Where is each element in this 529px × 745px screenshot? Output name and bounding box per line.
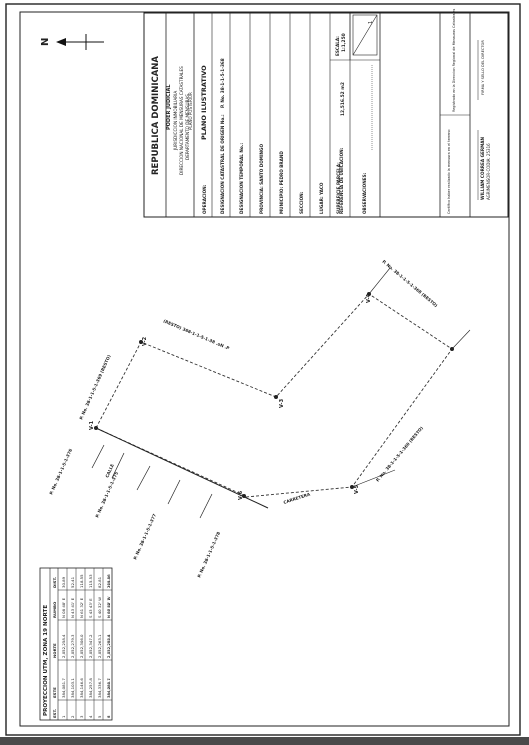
table-header-cell: EST. — [52, 708, 57, 718]
table-cell: 384,280.1 — [106, 678, 111, 698]
approval-note-2: Registrado en la Direccion Regional de M… — [452, 9, 456, 112]
vertex-marker — [242, 494, 246, 498]
table-cell: 2,052,258.4 — [106, 634, 111, 658]
table-header-cell: RUMBO — [52, 601, 57, 618]
table-cell: 30.89 — [61, 576, 66, 588]
parcel-drawing: V-1 V-2 V-3 V-4 V-5 V-6 P. No. 38-1-1-5-… — [48, 259, 471, 579]
inner-border — [19, 11, 510, 727]
table-cell: 52.41 — [70, 576, 75, 588]
title-block: 1 REPUBLICA DOMINICANA PODER JUDICIAL JU… — [143, 9, 509, 218]
cadastral-value: P. No. 38-1-1-5-1-368 — [220, 58, 225, 108]
table-cell: 2,052,306.0 — [79, 634, 84, 658]
operation-label: OPERACION: — [202, 184, 207, 214]
vertex-label: V-2 — [142, 336, 148, 346]
north-arrow: N — [40, 34, 104, 50]
table-header-cell: DIST. — [52, 576, 57, 588]
table-cell: N 61 32' E — [79, 597, 84, 618]
section-label: SECCION: — [299, 191, 304, 214]
header-line-4: DIRECCION NACIONAL DE MENSURAS CATASTRAL… — [179, 66, 184, 175]
neighbor-label: P. No. 38-1-1-5-1-376 — [48, 448, 73, 496]
vertex-label: V-1 — [89, 420, 95, 430]
table-title: PROYECCION UTM, ZONA 19 NORTE — [43, 605, 49, 716]
table-cell: 4 — [88, 715, 93, 718]
province-label: PROVINCIA: SANTO DOMINGO — [259, 144, 264, 214]
branch-title: PODER JUDICIAL — [166, 84, 172, 130]
table-cell: N 08 48' E — [61, 597, 66, 618]
vertex-label: V-6 — [238, 490, 244, 500]
vertex-marker — [274, 395, 278, 399]
vertex-marker — [450, 347, 454, 351]
plan-title: PLANO ILUSTRATIVO — [200, 65, 208, 140]
vertex-label: V-5 — [354, 484, 360, 494]
neighbor-label: P. No. 38-1-1-5-1-369 (RESTO) — [78, 354, 111, 421]
vertex-marker — [139, 340, 143, 344]
table-cell: 115.53 — [88, 574, 93, 588]
scale-label: ESCALA: — [335, 36, 340, 56]
table-cell: N 43 41' E — [70, 597, 75, 618]
table-cell: 206.46 — [106, 574, 111, 588]
vertex-marker — [350, 485, 354, 489]
table-cell: S 40 32' W — [97, 597, 102, 618]
neighbor-label: (RESTO) 368-1-1-5-1-38 .oN .P — [163, 318, 231, 350]
director-signature: FIRMA Y SELLO DEL DIRECTOR — [481, 40, 485, 95]
outer-border — [5, 3, 521, 736]
table-header-cell: ESTE — [52, 687, 57, 698]
vertex-label: V-3 — [279, 398, 285, 408]
table-cell: N 08 48' E — [106, 597, 111, 618]
table-cell: 2,052,279.3 — [70, 634, 75, 658]
place-label: LUGAR: YACO — [319, 182, 324, 214]
table-cell: 7 — [106, 715, 111, 718]
surveyor-code: AGRIMENSOR-CODIA: 25316 — [486, 143, 491, 200]
municipality-label: MUNICIPIO: PEDRO BRAND — [279, 151, 284, 214]
table-cell: 1 — [61, 715, 66, 718]
table-header-cell: NORTE — [52, 643, 57, 658]
table-cell: N 87 52' W — [106, 596, 111, 618]
table-cell: 2,052,258.4 — [61, 634, 66, 658]
table-cell: 384,336.7 — [97, 678, 102, 698]
header-line-3: JURISDICCION INMOBILIARIA — [173, 91, 178, 151]
north-letter: N — [40, 38, 51, 46]
table-cell: 384,146.6 — [79, 678, 84, 698]
table-cell: 2,052,347.2 — [88, 634, 93, 658]
header-line-5: DEPARTAMENTO DE MENSURAS — [185, 94, 190, 160]
neighbor-label: P. No. 38-1-1-5-1-377 — [132, 513, 157, 561]
country-title: REPUBLICA DOMINICANA — [151, 56, 161, 175]
table-cell: 2,052,202.8 — [106, 634, 111, 658]
area-label: SUPERFICIE PARCELA: — [336, 162, 341, 214]
observations-label: OBSERVACIONES: — [362, 172, 367, 214]
neighbor-label: P. No. 38-1-1-5-1-378 — [196, 531, 221, 579]
table-cell: 2,052,263.1 — [97, 634, 102, 658]
neighbor-label: P. No. 38-1-1-5-1-360 (RESTO) — [375, 425, 424, 482]
temporal-label: DESIGNACION TEMPORAL No.: — [239, 143, 244, 214]
coordinates-table: PROYECCION UTM, ZONA 19 NORTE EST. ESTE NO… — [39, 567, 113, 721]
vertex-marker — [367, 292, 371, 296]
neighbor-label: P. No. 38-1-1-5-1-368 (RESTO) — [381, 259, 438, 308]
area-value: 12,516.52 m2 — [340, 82, 346, 116]
scale-value: 1:1,250 — [341, 33, 347, 52]
table-cell: 384,081.7 — [61, 678, 66, 698]
table-cell: 384,081.7 — [106, 678, 111, 698]
table-cell: 384,103.1 — [70, 678, 75, 698]
surveyor-name: WILLIAM CORREA GERMAN — [480, 136, 485, 200]
bottom-strip — [0, 737, 529, 745]
table-cell: 118.55 — [79, 574, 84, 588]
vertex-marker — [94, 426, 98, 430]
table-cell: 5 — [97, 715, 102, 718]
table-cell: 82.81 — [97, 576, 102, 588]
plan-type: PLANO POSTERIOR — [188, 92, 193, 130]
reference-label: REFERENCIA DE UBICACION: — [339, 147, 344, 214]
table-cell: 384,257.8 — [88, 678, 93, 698]
table-cell: 2 — [70, 715, 75, 718]
table-cell: 3 — [79, 715, 84, 718]
cadastral-label: DESIGNACION CATASTRAL DE ORIGEN No.: — [220, 114, 225, 214]
street-label: CALLE — [104, 463, 115, 478]
table-cell: 6 — [106, 715, 111, 718]
plan-number: 1 — [368, 21, 374, 24]
vertex-label: V-4 — [366, 293, 372, 303]
table-cell: 111.56 — [106, 574, 111, 588]
table-cell: S 43 43' E — [88, 598, 93, 618]
approval-note-1: Certifico haber realizado la mensura en … — [447, 129, 451, 214]
